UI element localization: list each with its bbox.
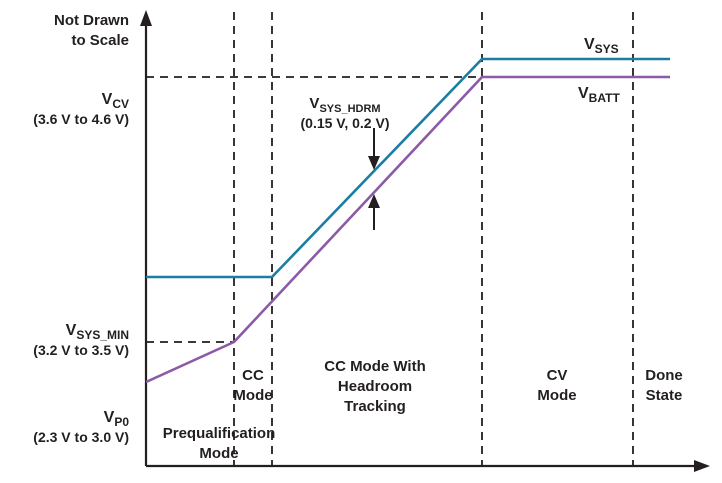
vsys-min-label: VSYS_MIN: [66, 322, 129, 342]
vcv-label: VCV: [102, 91, 129, 111]
region-cc-tracking-line2: Headroom: [338, 378, 412, 395]
vbatt-curve-label: VBATT: [578, 85, 620, 105]
vsys-curve: [146, 57, 670, 279]
region-prequal-line1: Prequalification: [163, 425, 276, 442]
region-cc-tracking-line1: CC Mode With: [324, 358, 426, 375]
headroom-value: (0.15 V, 0.2 V): [301, 115, 390, 131]
region-cv-line2: Mode: [537, 387, 576, 404]
region-cc-tracking-line3: Tracking: [344, 398, 406, 415]
vbatt-curve: [145, 75, 670, 384]
y-axis-arrowhead: [140, 10, 152, 26]
region-cv-line1: CV: [547, 367, 568, 384]
vp0-range: (2.3 V to 3.0 V): [33, 429, 129, 445]
vsys-curve-label: VSYS: [584, 36, 619, 56]
region-done-line2: State: [646, 387, 683, 404]
headroom-arrow-up-head: [368, 194, 380, 208]
region-prequal-line2: Mode: [199, 445, 238, 462]
headroom-arrow-down-head: [368, 156, 380, 170]
region-cc-line1: CC: [242, 367, 264, 384]
region-done-line1: Done: [645, 367, 683, 384]
headroom-label: VSYS_HDRM: [309, 95, 380, 115]
scale-note-line2: to Scale: [71, 32, 129, 49]
vsys-min-range: (3.2 V to 3.5 V): [33, 342, 129, 358]
region-cc-line2: Mode: [233, 387, 272, 404]
vp0-label: VP0: [104, 409, 130, 429]
x-axis-arrowhead: [694, 460, 710, 472]
vcv-range: (3.6 V to 4.6 V): [33, 111, 129, 127]
scale-note-line1: Not Drawn: [54, 12, 129, 29]
